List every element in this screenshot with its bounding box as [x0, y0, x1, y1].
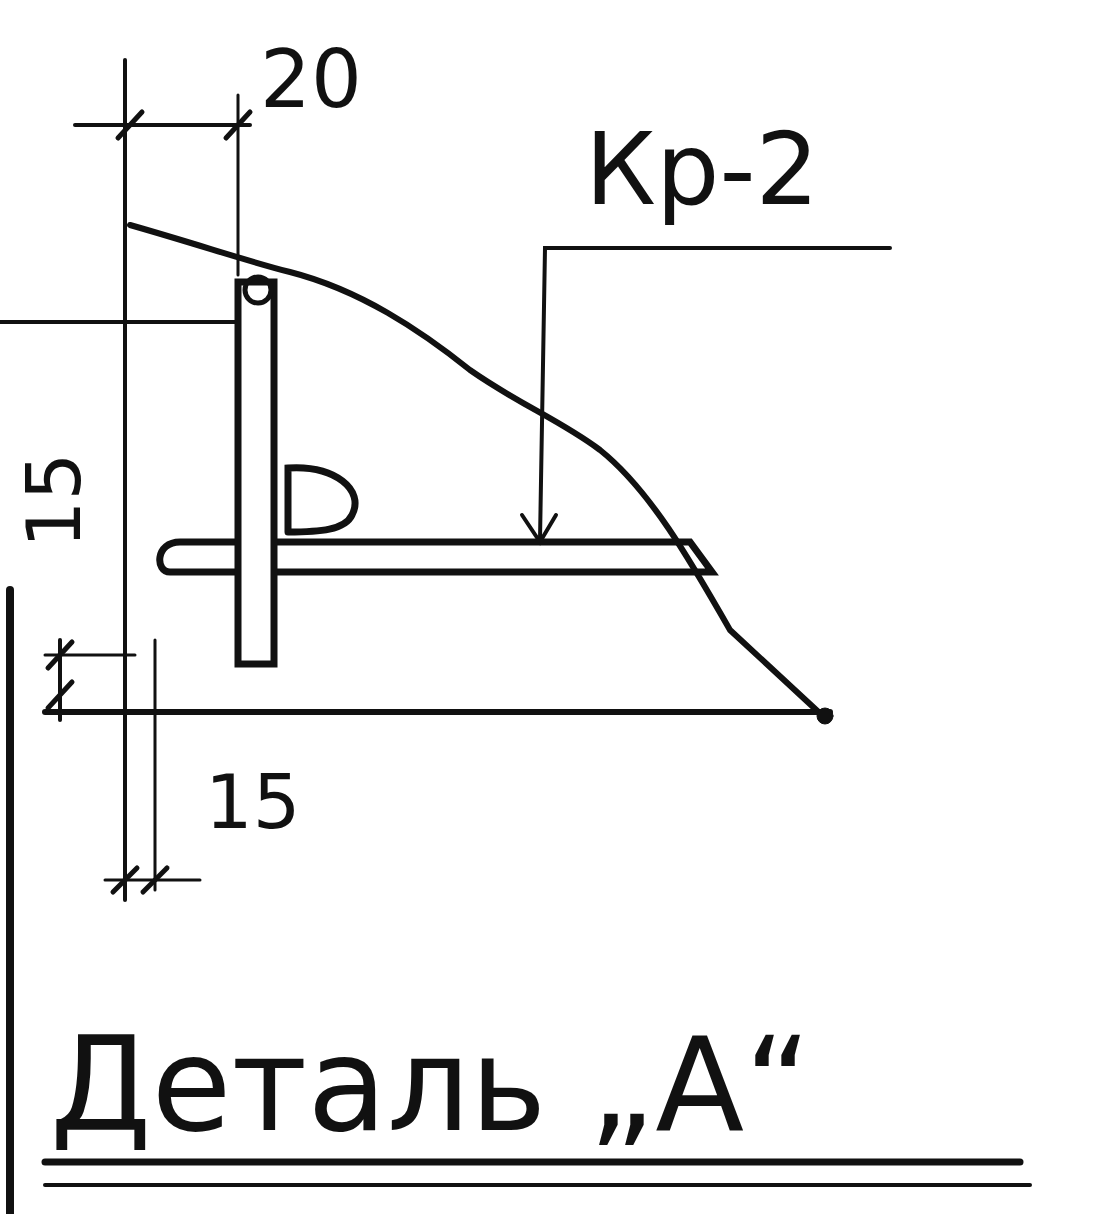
part-mark: Кр-2: [585, 120, 819, 220]
dimension-tick: [48, 642, 72, 668]
extension-line: [123, 60, 127, 900]
leader-arrow: [522, 515, 556, 542]
small-circle: [245, 277, 271, 303]
dimension-value: 20: [260, 40, 362, 120]
title-underline: [45, 1159, 1020, 1166]
dimension-tick: [113, 868, 137, 892]
dimension-value: 15: [205, 765, 300, 840]
dimension-tick: [118, 112, 142, 138]
frame-border: [6, 590, 14, 1214]
title-underline: [45, 1183, 1030, 1187]
dimension-tick: [143, 868, 167, 892]
vertical-bar: [238, 282, 274, 664]
dimension-tick: [48, 682, 72, 708]
dimension-tick: [226, 112, 250, 138]
reference-line: [0, 320, 250, 324]
end-dot: [817, 708, 833, 724]
dimension-line: [75, 123, 250, 127]
detail-title: Деталь „А“: [50, 1020, 812, 1150]
weld-symbol: [288, 468, 355, 532]
leader-line: [540, 248, 890, 540]
dimension-value: 15: [18, 452, 93, 547]
extension-line: [154, 640, 157, 890]
base-line: [45, 709, 830, 715]
slope-curve: [130, 225, 825, 718]
